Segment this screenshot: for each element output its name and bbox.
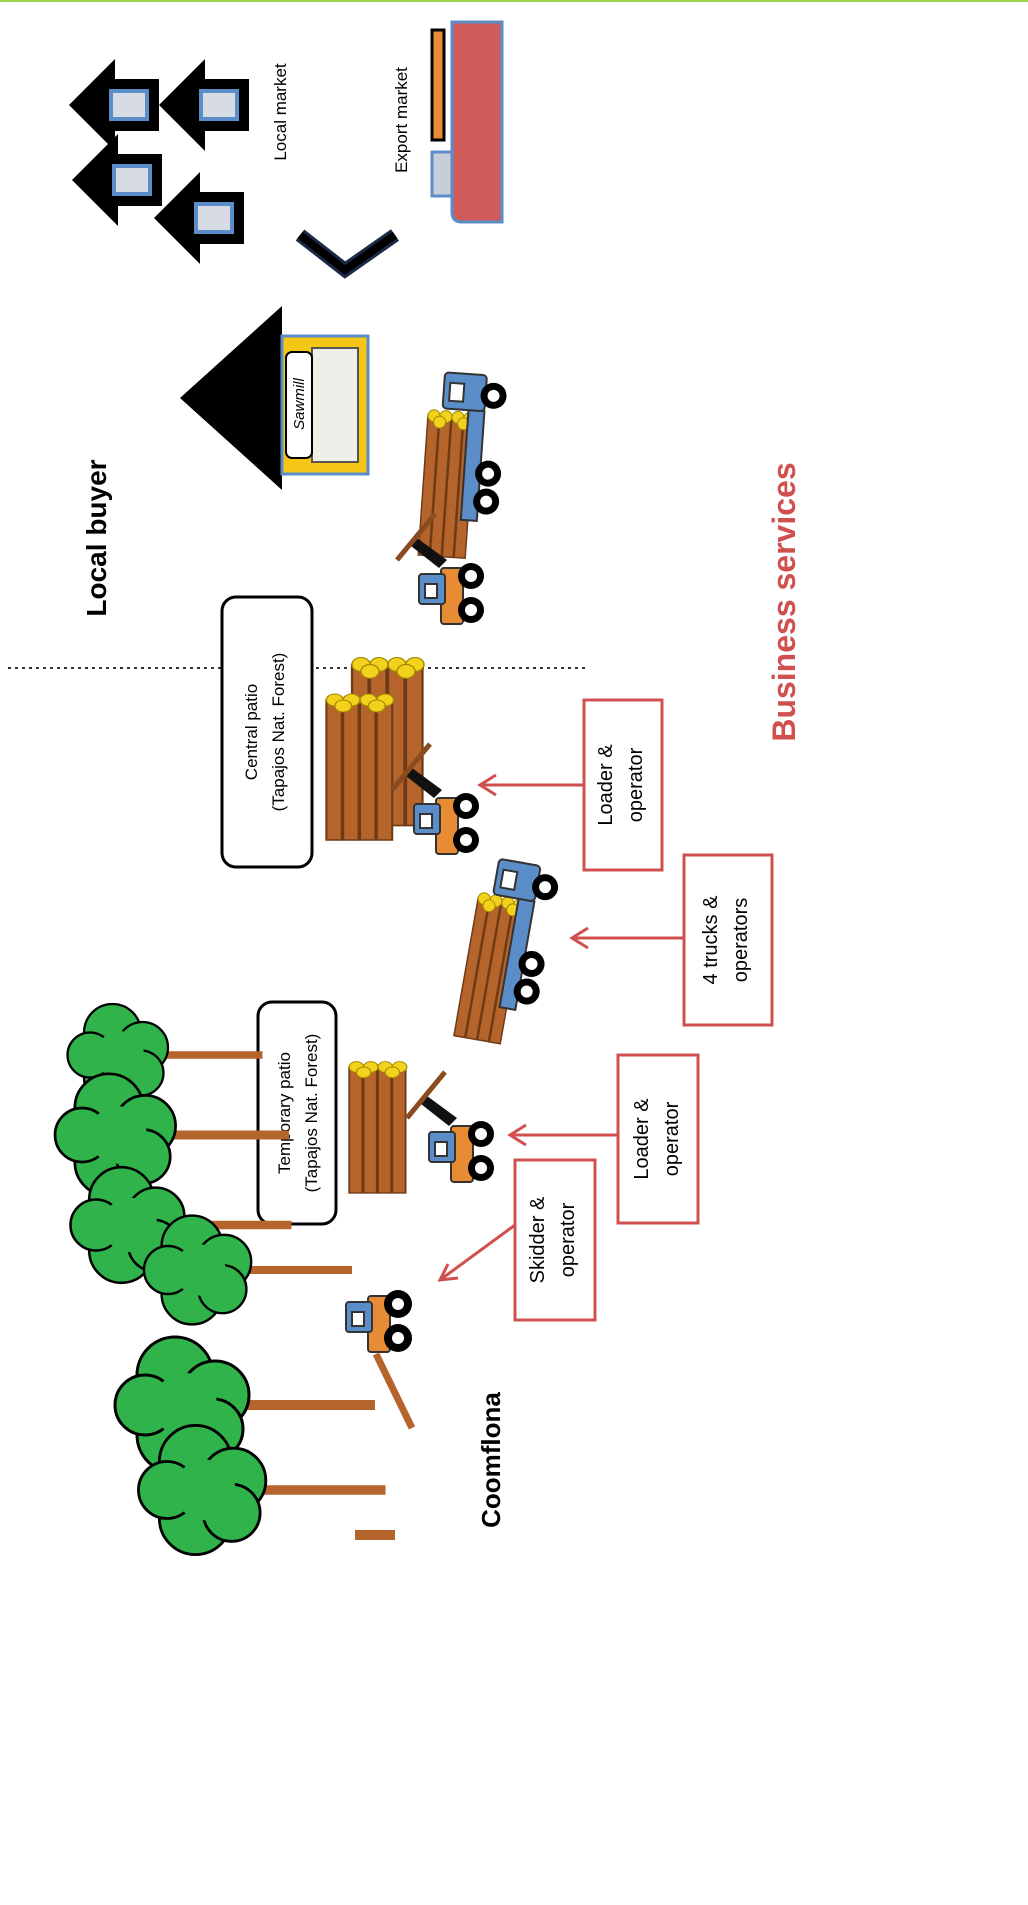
service-skidder: [437, 1158, 597, 1322]
local-buyer-title: Local buyer: [81, 459, 112, 616]
sawmill-icon: [180, 306, 370, 490]
service-label: Loader &: [595, 744, 617, 826]
arrow-icon: [295, 229, 400, 279]
export-market-label: Export market: [392, 67, 411, 173]
house-icon: [67, 57, 161, 153]
skidder-icon: [345, 1290, 416, 1430]
service-label: Skidder &: [527, 1196, 549, 1283]
top-accent-rule: [0, 0, 1028, 2]
service-label: operator: [625, 747, 647, 822]
loader-icon: [407, 1072, 494, 1182]
service-trucks: [569, 853, 774, 1027]
business-services-title: Business services: [766, 462, 802, 741]
local-market-label: Local market: [271, 63, 290, 161]
house-icon: [152, 170, 246, 266]
forest-trees: [53, 1002, 395, 1557]
log-pile-icon: [348, 1060, 408, 1194]
tree-icon: [142, 1214, 354, 1326]
tree-icon: [137, 1423, 387, 1557]
tree-icon: [53, 1072, 291, 1198]
log-pile-icon: [325, 656, 426, 842]
service-label: operators: [730, 898, 752, 983]
local-market-houses: [67, 57, 251, 266]
service-label: operator: [661, 1101, 683, 1176]
truck-icon: [453, 857, 563, 1045]
service-label: 4 trucks &: [700, 895, 722, 985]
temporary-patio-label-line2: (Tapajos Nat. Forest): [302, 1034, 321, 1193]
service-label: Loader &: [631, 1098, 653, 1180]
ship-icon: [430, 20, 504, 224]
temporary-patio-box: [256, 1000, 338, 1226]
central-patio-label-line2: (Tapajos Nat. Forest): [269, 653, 288, 812]
service-loader-temporary: [507, 1053, 700, 1225]
service-loader-central: [477, 698, 664, 872]
central-patio-box: [220, 595, 314, 869]
service-label: operator: [557, 1202, 579, 1277]
house-icon: [70, 132, 164, 228]
truck-icon: [417, 371, 509, 560]
temporary-patio-label-line1: Temporary patio: [275, 1052, 294, 1174]
central-patio-label-line1: Central patio: [242, 684, 261, 780]
house-icon: [157, 57, 251, 153]
sawmill-label: Sawmill: [291, 378, 308, 430]
coomflona-title: Coomflona: [476, 1392, 506, 1528]
